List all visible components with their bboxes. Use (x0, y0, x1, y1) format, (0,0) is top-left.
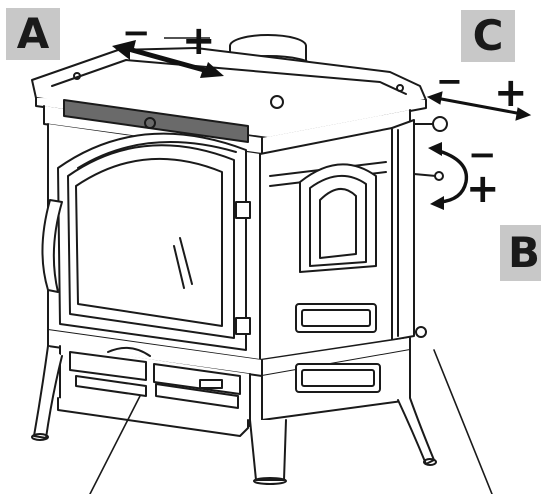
pointer-lines (89, 349, 493, 495)
side-face (259, 116, 448, 361)
label-a: A (6, 8, 60, 60)
arrow-b-heads (428, 142, 444, 210)
sign-a-minus: − (122, 13, 151, 53)
sign-c-minus: − (436, 62, 463, 100)
arrow-c (426, 91, 532, 121)
sign-b-plus: + (466, 166, 500, 212)
arrow-a (112, 40, 224, 78)
sign-a-plus: + (182, 18, 216, 64)
label-b: B (500, 225, 541, 281)
arrow-b (434, 148, 469, 204)
side-base (261, 349, 411, 421)
sign-b-minus: − (468, 135, 497, 175)
front-face (41, 117, 261, 361)
label-c: C (461, 10, 515, 62)
ash-pan (57, 345, 251, 437)
sign-c-plus: + (494, 70, 528, 116)
legs (31, 345, 437, 485)
